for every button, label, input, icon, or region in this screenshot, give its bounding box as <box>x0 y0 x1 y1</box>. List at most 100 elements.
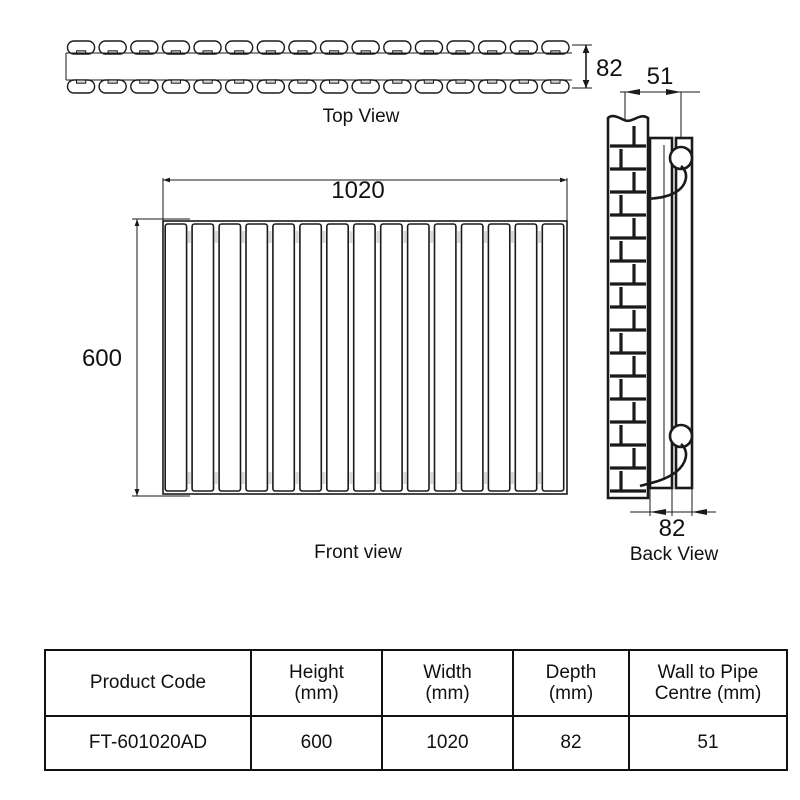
back-view-wall-to-pipe-value: 51 <box>647 63 674 90</box>
front-view-fin-12 <box>487 223 511 492</box>
front-view-fin-5 <box>299 223 323 492</box>
depth-arrow-right <box>692 509 707 515</box>
front-view-fin-joint-bottom-1 <box>214 472 218 484</box>
top-view-fin-upper-tab-11 <box>423 50 434 55</box>
front-view-fin-joint-top-13 <box>538 231 541 243</box>
pipe-connection-top <box>647 145 694 201</box>
header-height-label: Height <box>289 661 344 683</box>
header-depth-unit: (mm) <box>548 683 594 704</box>
front-view-fin-joint-bottom-9 <box>430 472 434 484</box>
header-height: Height (mm) <box>250 649 383 717</box>
top-view-fin-upper-tab-13 <box>487 50 498 55</box>
top-view-depth-value: 82 <box>596 55 623 82</box>
cell-wall-to-pipe-centre: 51 <box>628 715 788 771</box>
depth-arrow-left <box>650 509 666 515</box>
top-view-fin-upper-tab-3 <box>170 50 182 55</box>
header-wall-to-pipe-label: Wall to Pipe <box>657 661 759 683</box>
header-width: Width (mm) <box>381 649 514 717</box>
header-height-unit: (mm) <box>294 683 339 704</box>
height-arrow-bottom <box>134 489 140 496</box>
front-view-fin-joint-top-7 <box>376 231 380 243</box>
top-view-fin-upper-tab-10 <box>392 50 403 55</box>
front-view-fin-joint-top-12 <box>511 231 514 243</box>
top-view-fin-upper-tab-1 <box>107 50 118 55</box>
front-view-fin-joint-top-1 <box>214 231 218 243</box>
front-view-fin-2 <box>218 223 242 492</box>
front-view-fin-joint-bottom-10 <box>457 472 461 484</box>
wtp-arrow-right <box>666 89 681 95</box>
front-view-width-value: 1020 <box>331 177 384 204</box>
front-view-fin-13 <box>514 223 538 492</box>
dim-arrow-up <box>582 45 590 53</box>
front-view-fin-joint-top-4 <box>295 231 299 243</box>
front-view-fin-joint-top-8 <box>403 231 407 243</box>
top-view-fin-upper-tab-6 <box>265 50 276 55</box>
top-view-fin-upper-tab-2 <box>139 50 150 55</box>
top-view-label: Top View <box>323 106 400 127</box>
specification-table: Product Code Height (mm) Width (mm) Dept… <box>44 649 788 771</box>
cell-width: 1020 <box>381 715 514 771</box>
header-width-label: Width <box>423 661 472 683</box>
cell-product-code: FT-601020AD <box>44 715 252 771</box>
wtp-arrow-left <box>625 89 640 95</box>
front-view-fin-10 <box>433 223 457 492</box>
front-view-fin-joint-top-3 <box>268 231 272 243</box>
back-view-group: 51 <box>606 63 719 565</box>
back-view-radiator-profile <box>648 136 694 490</box>
front-view-fin-joint-bottom-2 <box>241 472 245 484</box>
front-view-fin-9 <box>406 223 430 492</box>
front-view-fin-14 <box>541 223 565 492</box>
front-view-fin-6 <box>325 223 349 492</box>
top-view-group: 82 Top View <box>65 40 623 127</box>
top-view-fin-upper-tab-14 <box>518 50 529 55</box>
front-view-fin-0 <box>164 223 188 492</box>
front-view-height-dimension <box>132 218 190 497</box>
front-view-fin-joint-bottom-13 <box>538 472 541 484</box>
front-view-fin-joint-top-10 <box>457 231 461 243</box>
top-view-fin-upper-tab-9 <box>360 50 371 55</box>
front-view-fin-joint-top-11 <box>484 231 488 243</box>
front-view-fin-8 <box>379 223 403 492</box>
front-view-fin-joint-bottom-11 <box>484 472 488 484</box>
cell-height: 600 <box>250 715 383 771</box>
radiator-front-panel <box>674 136 694 490</box>
front-view-fin-4 <box>272 223 296 492</box>
back-view-label: Back View <box>630 544 719 565</box>
top-view-fin-upper-tab-7 <box>297 50 308 55</box>
header-width-unit: (mm) <box>425 683 470 704</box>
top-pipe-bend <box>647 165 688 201</box>
front-view-fin-joint-top-2 <box>241 231 245 243</box>
front-view-fin-joint-top-0 <box>187 231 191 243</box>
wall-brick-pattern <box>606 114 650 500</box>
bottom-pipe-circle <box>668 423 694 449</box>
top-view-fin-upper-tab-15 <box>550 50 561 55</box>
table-row: FT-601020AD 600 1020 82 51 <box>44 715 788 771</box>
front-view-fin-joint-bottom-3 <box>268 472 272 484</box>
front-view-fin-joint-bottom-8 <box>403 472 407 484</box>
front-view-fin-joint-bottom-5 <box>322 472 326 484</box>
front-view-group: 1020 600 Front view <box>82 177 568 563</box>
top-pipe-circle <box>668 145 694 171</box>
front-view-fin-11 <box>460 223 484 492</box>
front-view-fin-joint-bottom-0 <box>187 472 191 484</box>
front-view-fin-joint-top-5 <box>322 231 326 243</box>
width-arrow-left <box>163 177 170 183</box>
height-arrow-top <box>134 219 140 226</box>
dim-arrow-down <box>582 80 590 88</box>
front-view-height-value: 600 <box>82 345 122 372</box>
top-view-depth-dimension <box>572 44 592 89</box>
header-depth: Depth (mm) <box>512 649 630 717</box>
front-view-fin-3 <box>245 223 269 492</box>
front-view-fin-joint-top-6 <box>349 231 353 243</box>
front-view-label: Front view <box>314 542 402 563</box>
width-arrow-right <box>560 177 567 183</box>
front-view-fin-joint-bottom-7 <box>376 472 380 484</box>
header-product-code-label: Product Code <box>89 672 207 694</box>
top-view-fin-upper-tab-8 <box>329 50 340 55</box>
front-view-fin-joint-bottom-4 <box>295 472 299 484</box>
front-view-fin-1 <box>191 223 215 492</box>
front-view-fin-joint-top-9 <box>430 231 434 243</box>
table-header-row: Product Code Height (mm) Width (mm) Dept… <box>44 649 788 717</box>
